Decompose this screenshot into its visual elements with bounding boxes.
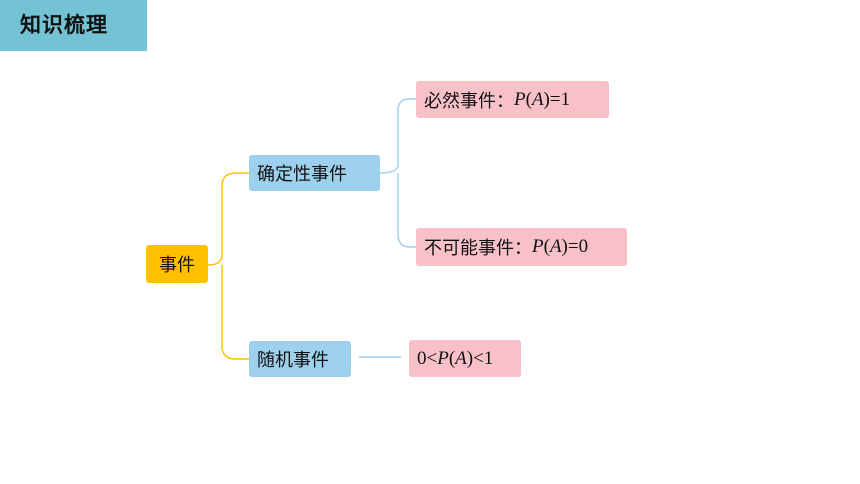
node-event-label: 事件 (159, 255, 195, 276)
node-event: 事件 (146, 245, 208, 283)
node-random-event: 随机事件 (249, 341, 351, 377)
node-determined-label: 确定性事件 (257, 164, 347, 185)
node-impossible-label: 不可能事件： (424, 238, 532, 259)
node-random-label: 随机事件 (257, 350, 329, 371)
node-impossible-event: 不可能事件： P(A)=0 (416, 228, 627, 266)
impossible-formula: P(A)=0 (532, 236, 589, 257)
random-formula: 0<P(A)<1 (417, 347, 494, 369)
node-certain-label: 必然事件： (424, 90, 514, 112)
section-title: 知识梳理 (0, 0, 147, 51)
node-random-probability: 0<P(A)<1 (409, 340, 521, 377)
node-certain-event: 必然事件： P(A)=1 (416, 81, 609, 118)
determined-brace (379, 98, 416, 248)
node-determined-event: 确定性事件 (249, 155, 380, 191)
certain-formula: P(A)=1 (514, 88, 571, 110)
root-brace (207, 172, 249, 360)
